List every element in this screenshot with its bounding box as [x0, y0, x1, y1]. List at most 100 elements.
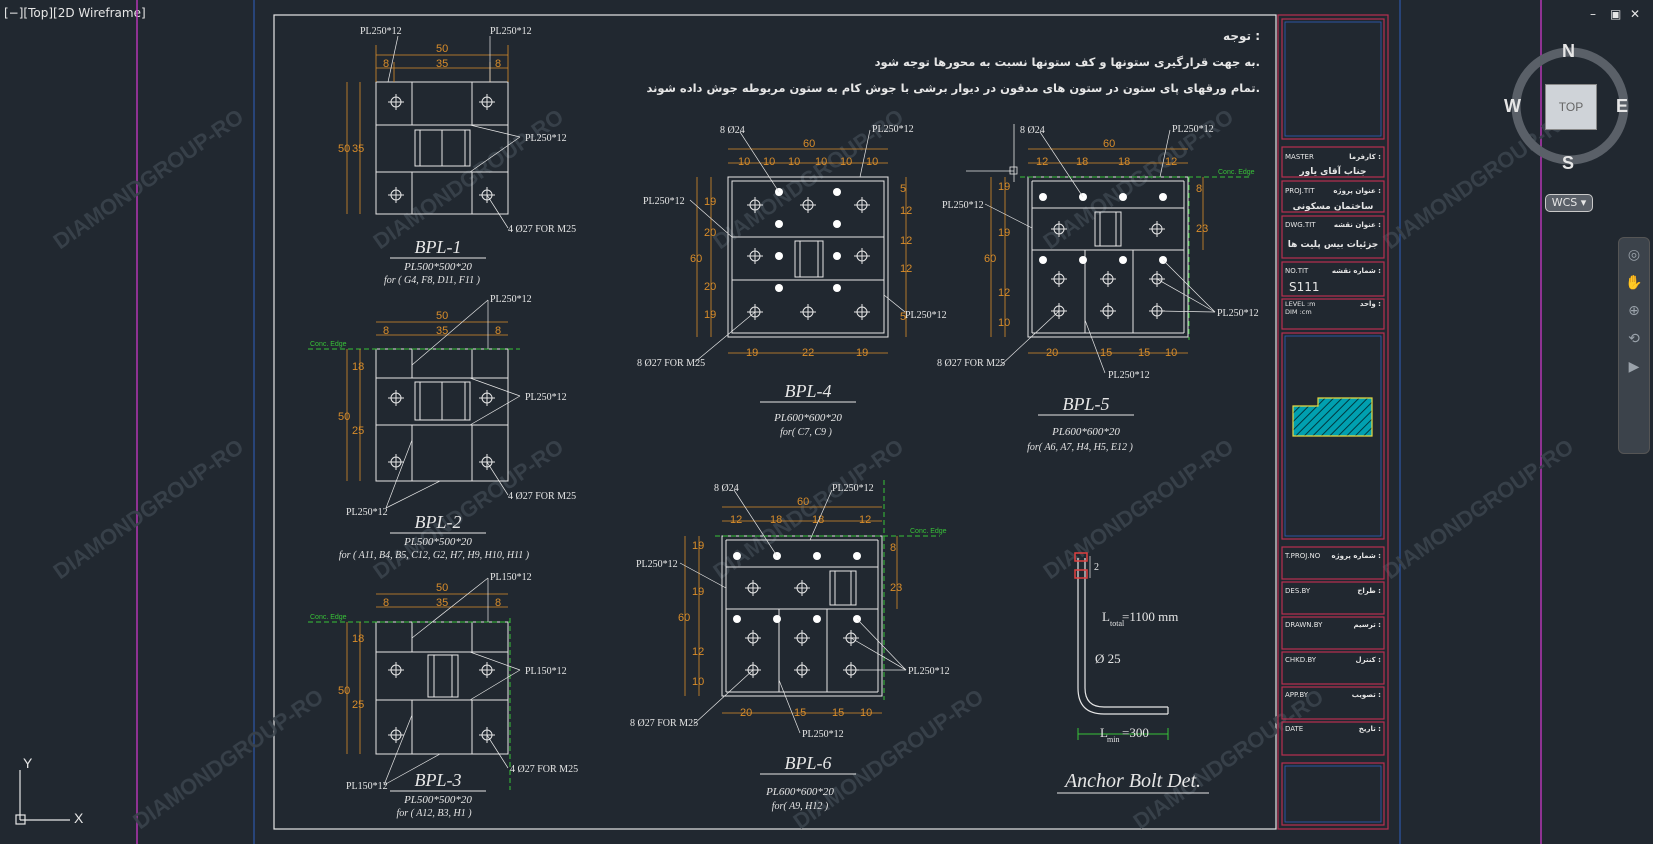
- dim: 60: [803, 138, 815, 150]
- tb-label: تصویب :: [1352, 691, 1381, 699]
- pan-icon[interactable]: ✋: [1625, 275, 1643, 291]
- detail-for: for( A6, A7, H4, H5, E12 ): [1027, 442, 1133, 453]
- tb-label: ترسیم :: [1354, 621, 1382, 629]
- detail-bpl-2: [375, 348, 509, 482]
- label-pl250: PL250*12: [360, 26, 402, 37]
- dim: 12: [998, 287, 1010, 299]
- dim: 20: [704, 227, 716, 239]
- label-pl250: PL250*12: [525, 133, 567, 144]
- notes-title: توجه :: [1223, 29, 1260, 44]
- label-pl150: PL150*12: [490, 572, 532, 583]
- compass-west[interactable]: W: [1504, 96, 1521, 116]
- viewport-label[interactable]: [−][Top][2D Wireframe]: [4, 6, 146, 20]
- dim: 19: [704, 309, 716, 321]
- tb-label: DWG.TIT: [1285, 221, 1316, 229]
- label-pl250: PL250*12: [908, 666, 950, 677]
- label-hole: 8 Ø24: [1020, 125, 1045, 136]
- dim: 18: [352, 633, 364, 645]
- title-block: [1277, 14, 1389, 830]
- dim: 50: [436, 582, 448, 594]
- label-pl250: PL250*12: [643, 196, 685, 207]
- minimize-icon[interactable]: –: [1590, 7, 1596, 21]
- label-pl250: PL250*12: [802, 729, 844, 740]
- dim: 5: [900, 311, 906, 323]
- dim: 50: [338, 411, 350, 423]
- dim: 18: [1076, 156, 1088, 168]
- dim: 35: [352, 143, 364, 155]
- label-pl250: PL250*12: [346, 507, 388, 518]
- logo-icon: [1292, 397, 1373, 437]
- detail-bpl-1: [375, 81, 509, 215]
- dim: 25: [352, 699, 364, 711]
- dim: 12: [730, 514, 742, 526]
- sheet-border: [273, 14, 1277, 830]
- steering-wheel-icon[interactable]: ◎: [1627, 247, 1641, 263]
- dim: 18: [1118, 156, 1130, 168]
- ucs-y-label: Y: [23, 755, 33, 771]
- dim: 25: [352, 425, 364, 437]
- dim: 8: [890, 542, 896, 554]
- conc-edge: Conc. Edge: [310, 614, 347, 621]
- tb-label: LEVEL :m: [1285, 300, 1316, 308]
- label-bolt: 8 Ø27 FOR M25: [937, 358, 1005, 369]
- dim: 19: [692, 540, 704, 552]
- tb-label: MASTER: [1285, 153, 1314, 161]
- compass-south[interactable]: S: [1562, 153, 1575, 173]
- dim: 12: [859, 514, 871, 526]
- watermark: DIAMONDGROUP-RO: [1039, 434, 1239, 584]
- label-hole: 8 Ø24: [720, 125, 745, 136]
- dim: 10: [840, 156, 852, 168]
- anchor-diameter: Ø 25: [1095, 651, 1121, 666]
- orbit-icon[interactable]: ⟲: [1628, 331, 1640, 347]
- showmotion-icon[interactable]: ▶: [1628, 359, 1640, 375]
- label-pl250: PL250*12: [490, 26, 532, 37]
- detail-spec: PL500*500*20: [403, 261, 472, 273]
- label-pl250: PL250*12: [1217, 308, 1259, 319]
- dim: 10: [998, 317, 1010, 329]
- viewcube-top[interactable]: TOP: [1545, 84, 1597, 130]
- compass-east[interactable]: E: [1616, 96, 1629, 116]
- restore-icon[interactable]: ▣: [1610, 7, 1622, 21]
- dim: 35: [436, 58, 448, 70]
- label-pl150: PL150*12: [346, 781, 388, 792]
- dim: 20: [1046, 347, 1058, 359]
- dim: 10: [763, 156, 775, 168]
- dim: 10: [866, 156, 878, 168]
- dim: 35: [436, 597, 448, 609]
- viewcube-ring: [1511, 47, 1629, 165]
- label-bolt: 8 Ø27 FOR M25: [630, 718, 698, 729]
- zoom-icon[interactable]: ⊕: [1628, 303, 1640, 319]
- dim: 10: [788, 156, 800, 168]
- close-icon[interactable]: ✕: [1630, 7, 1641, 21]
- dim: 60: [984, 253, 996, 265]
- anchor-ltotal: L: [1102, 609, 1110, 624]
- tb-label: کارفرما :: [1349, 153, 1381, 161]
- dim: 19: [856, 347, 868, 359]
- label-pl250: PL250*12: [1108, 370, 1150, 381]
- dim: 20: [704, 281, 716, 293]
- tb-label: عنوان نقشه :: [1334, 221, 1381, 229]
- dim: 8: [383, 597, 389, 609]
- tb-label: NO.TIT: [1285, 267, 1309, 275]
- dim: 22: [802, 347, 814, 359]
- watermarks: DIAMONDGROUP-RO DIAMONDGROUP-RO DIAMONDG…: [49, 104, 1579, 834]
- detail-for: for( C7, C9 ): [780, 427, 832, 438]
- dim: 10: [815, 156, 827, 168]
- tb-value: S111: [1289, 280, 1320, 294]
- watermark: DIAMONDGROUP-RO: [49, 104, 249, 254]
- wcs-dropdown[interactable]: WCS ▾: [1545, 194, 1593, 212]
- label-pl250: PL250*12: [1172, 124, 1214, 135]
- ucs-x-label: X: [74, 810, 84, 826]
- compass-north[interactable]: N: [1562, 41, 1575, 61]
- dim: 15: [832, 707, 844, 719]
- dim: 23: [890, 582, 902, 594]
- label-pl250: PL250*12: [636, 559, 678, 570]
- anchor-title: Anchor Bolt Det.: [1063, 770, 1201, 792]
- detail-title: BPL-5: [1063, 394, 1110, 414]
- anchor-lmin-value: =300: [1122, 725, 1149, 740]
- dim: 12: [1036, 156, 1048, 168]
- dim: 15: [794, 707, 806, 719]
- tb-label: PROJ.TIT: [1285, 187, 1315, 195]
- dim: 35: [436, 325, 448, 337]
